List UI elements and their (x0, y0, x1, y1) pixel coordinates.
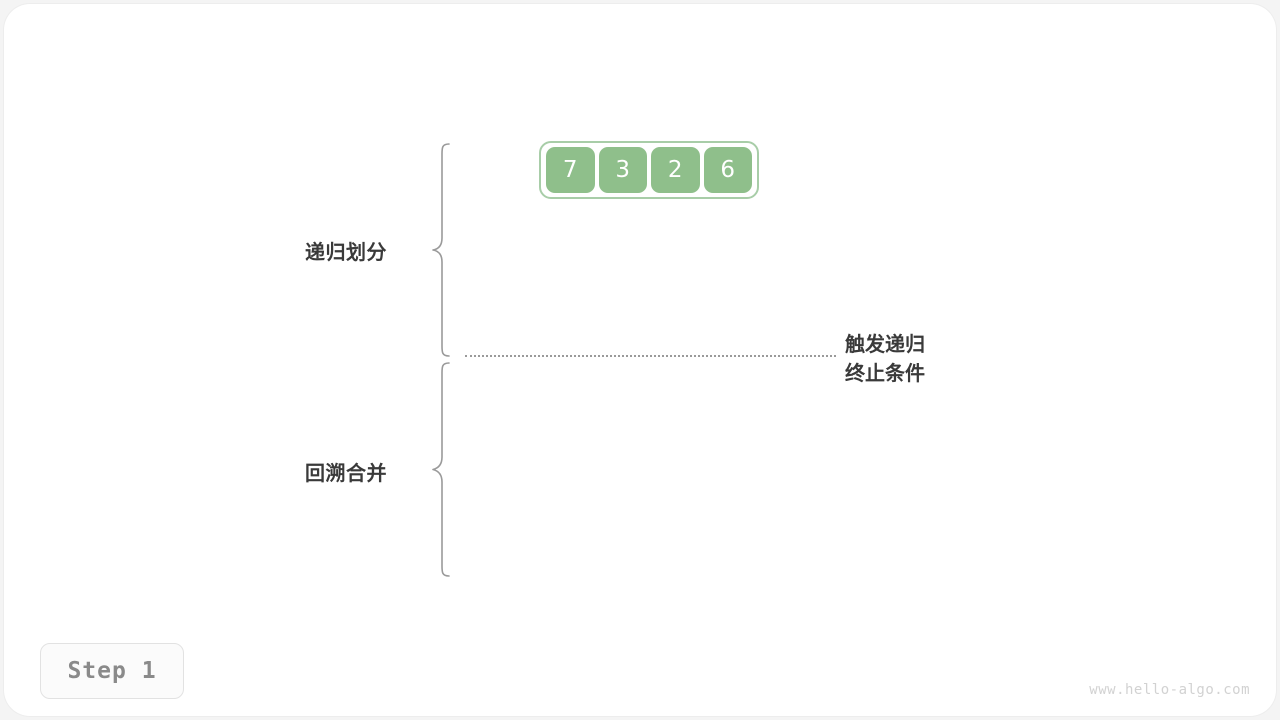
divide-phase-label: 递归划分 (305, 240, 387, 264)
array-cell: 6 (703, 147, 752, 193)
slide-card: 7 3 2 6 递归划分 回溯合并 触发递归 终止条件 Step 1 (4, 4, 1276, 716)
divide-phase-brace (430, 142, 452, 358)
array-cell: 2 (651, 147, 700, 193)
merge-phase-brace (430, 361, 452, 578)
array-cell: 3 (598, 147, 647, 193)
site-watermark: www.hello-algo.com (1089, 682, 1250, 698)
recursion-base-case-divider (465, 355, 836, 357)
annotation-line-2: 终止条件 (845, 361, 925, 385)
step-badge: Step 1 (40, 643, 184, 699)
array-cell: 7 (546, 147, 595, 193)
merge-sort-input-array: 7 3 2 6 (539, 141, 759, 199)
merge-phase-label: 回溯合并 (305, 461, 387, 485)
annotation-line-1: 触发递归 (845, 332, 925, 356)
recursion-termination-note: 触发递归 终止条件 (845, 330, 925, 388)
